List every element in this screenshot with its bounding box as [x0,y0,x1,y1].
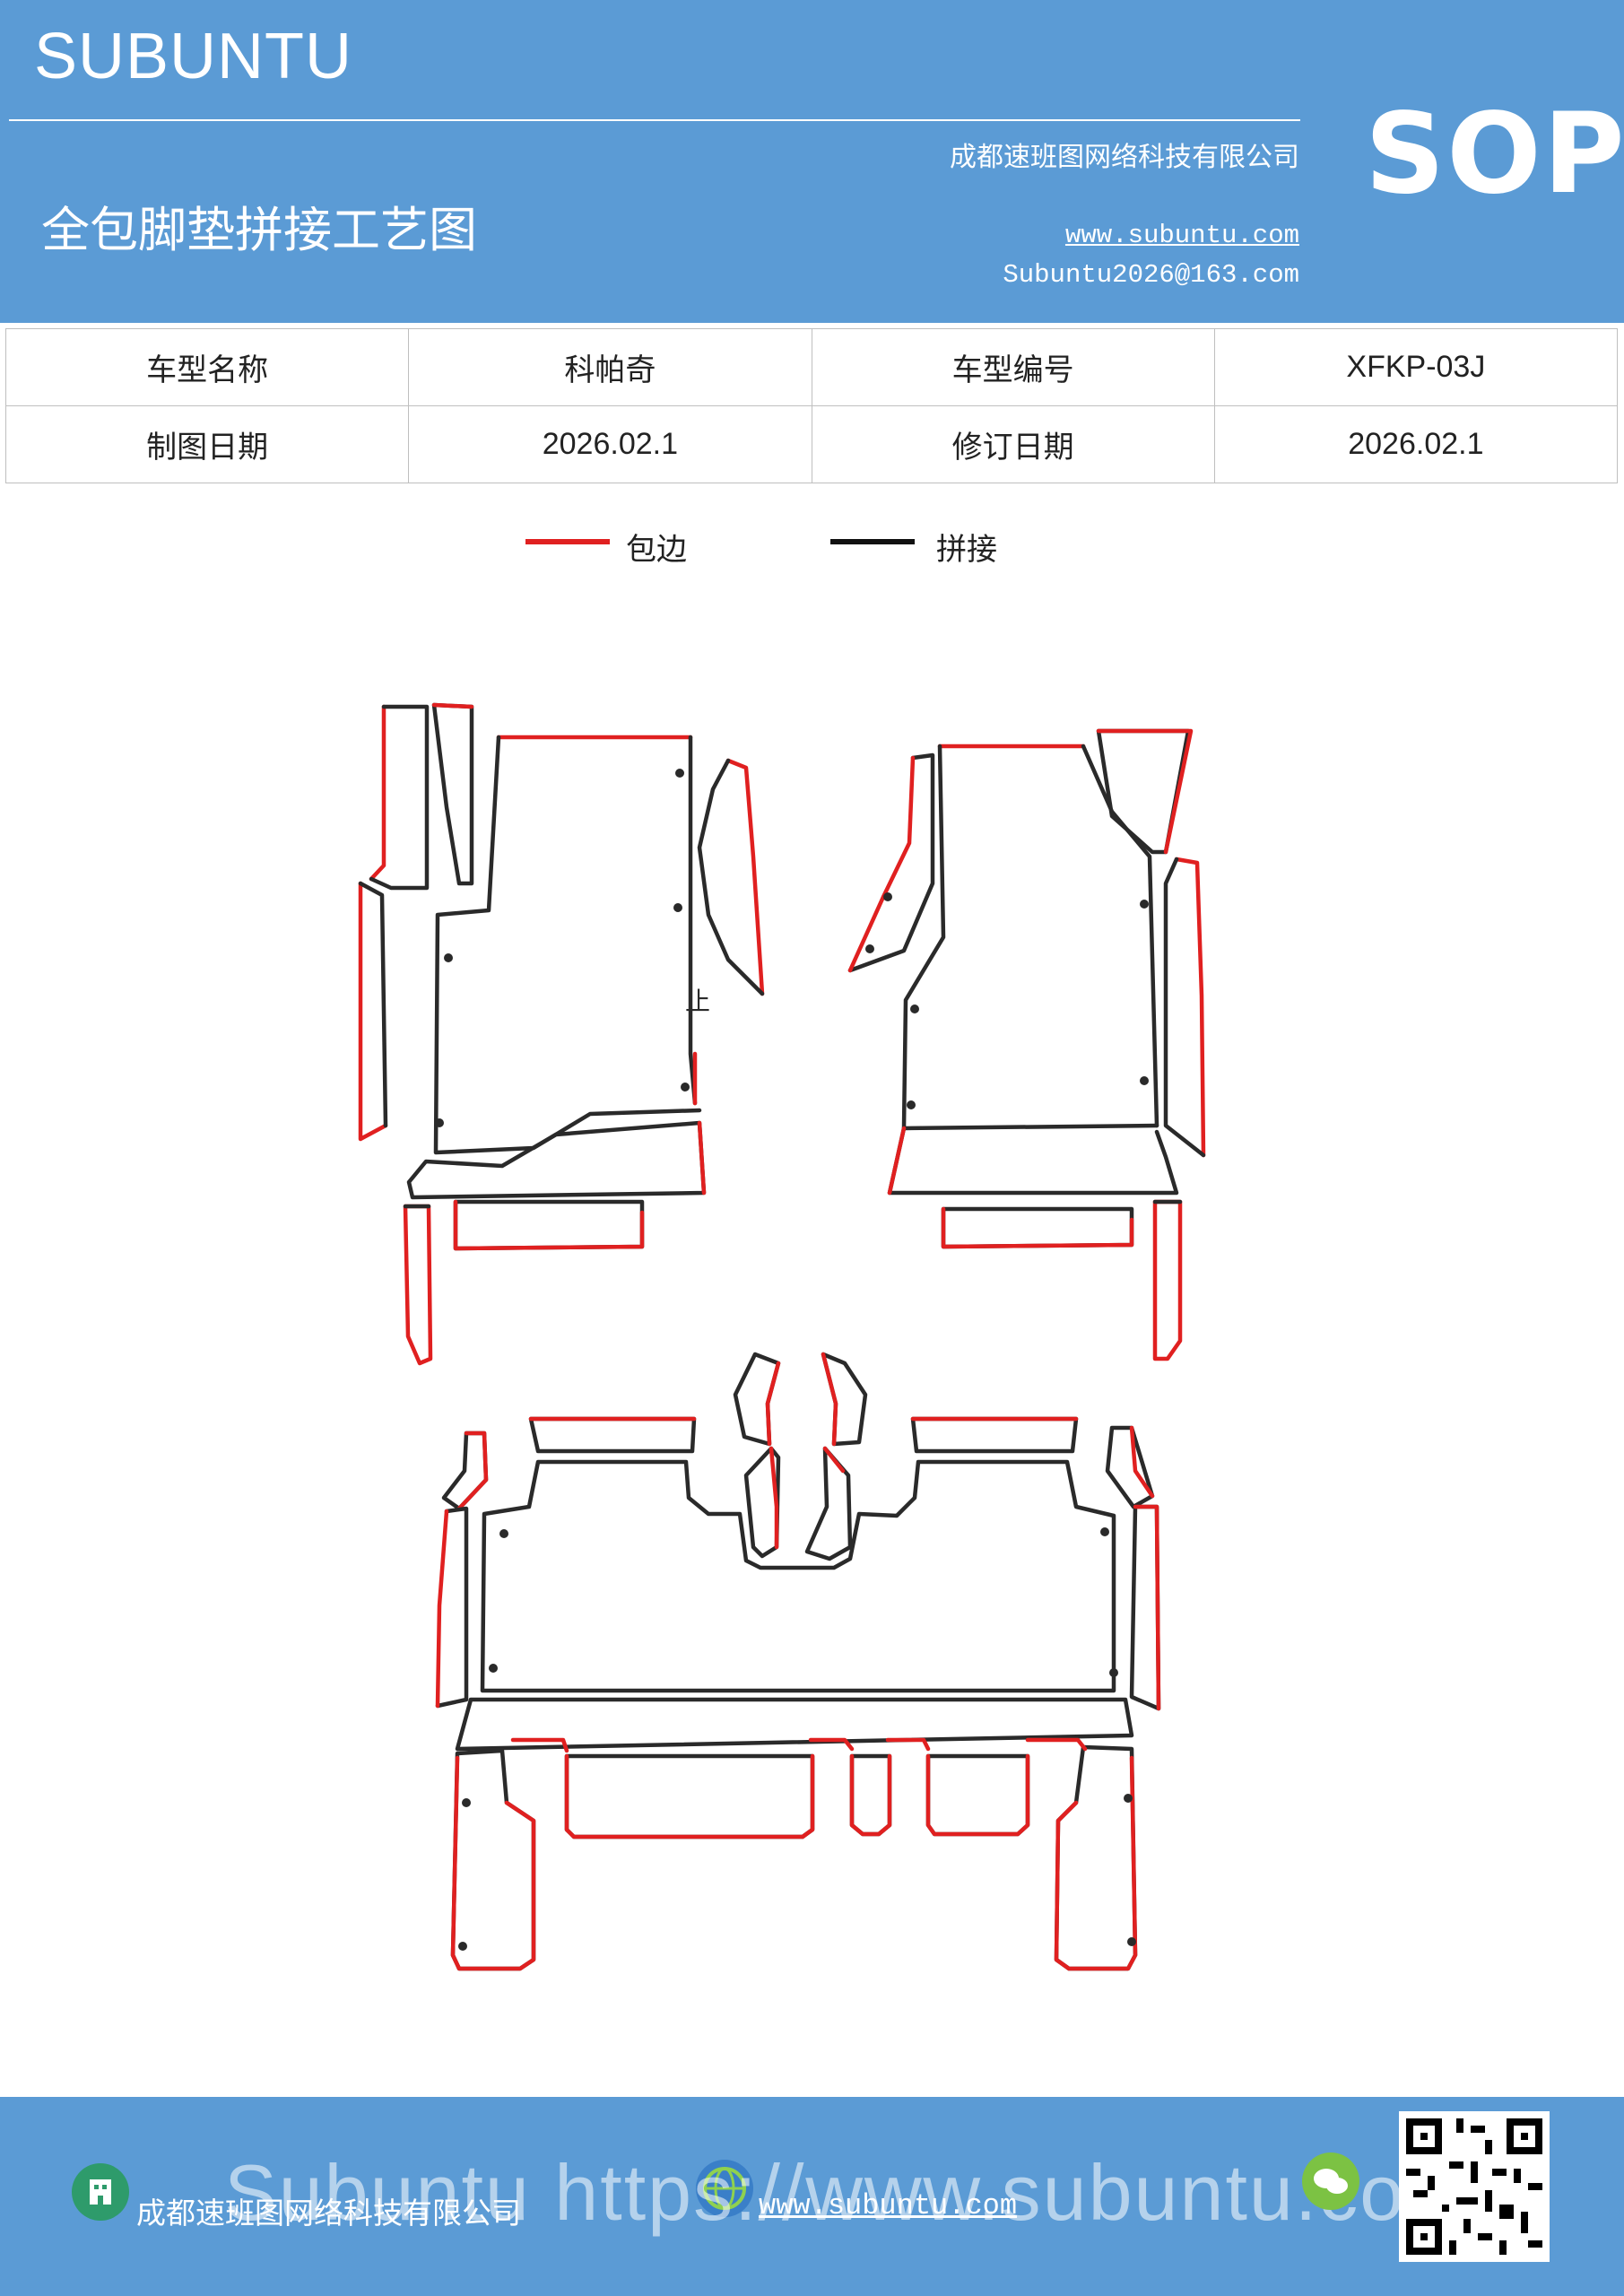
table-row: 制图日期 2026.02.1 修订日期 2026.02.1 [4,405,1619,483]
front-right-mat [847,728,1206,1361]
revise-date-value: 2026.02.1 [1213,405,1619,483]
model-code-value: XFKP-03J [1213,328,1619,406]
splice-line-swatch [830,539,915,544]
footer-watermark: Subuntu https://www.subuntu.com [224,2148,1473,2237]
revise-date-label: 修订日期 [811,405,1215,483]
legend-edging: 包边 [525,525,741,570]
edging-line-swatch [525,539,610,544]
email-address[interactable]: Subuntu2026@163.com [1003,260,1299,290]
front-left-mat: 止 [358,702,765,1366]
header-divider [9,119,1300,121]
model-code-label: 车型编号 [811,328,1215,406]
rear-mat [435,1352,1161,1971]
brand-name: SUBUNTU [34,21,353,92]
qr-code-icon [1399,2111,1550,2262]
sop-badge: SOP [1365,90,1624,219]
footer-website-link[interactable]: www.subuntu.com [759,2189,1018,2222]
page-footer: 成都速班图网络科技有限公司 www.subuntu.com Subuntu ht… [0,2097,1624,2296]
page-header: SUBUNTU 全包脚垫拼接工艺图 成都速班图网络科技有限公司 www.subu… [0,0,1624,323]
draw-date-label: 制图日期 [4,405,410,483]
splice-label: 拼接 [936,532,997,568]
legend-splice: 拼接 [830,525,1046,570]
table-row: 车型名称 科帕奇 车型编号 XFKP-03J [4,328,1619,406]
globe-icon [696,2160,753,2217]
edging-label: 包边 [626,532,687,568]
website-link[interactable]: www.subuntu.com [1064,221,1299,250]
footer-company-name: 成都速班图网络科技有限公司 [136,2196,521,2231]
floor-mat-splice-diagram: 止 [358,702,1206,1971]
document-title: 全包脚垫拼接工艺图 [41,202,477,258]
model-name-value: 科帕奇 [408,328,812,406]
building-icon [72,2163,129,2221]
model-name-label: 车型名称 [4,328,410,406]
vehicle-info-table: 车型名称 科帕奇 车型编号 XFKP-03J 制图日期 2026.02.1 修订… [4,328,1619,483]
draw-date-value: 2026.02.1 [408,405,812,483]
wechat-icon [1302,2152,1359,2210]
stop-marker: 止 [685,987,710,1016]
company-name: 成都速班图网络科技有限公司 [950,142,1299,173]
